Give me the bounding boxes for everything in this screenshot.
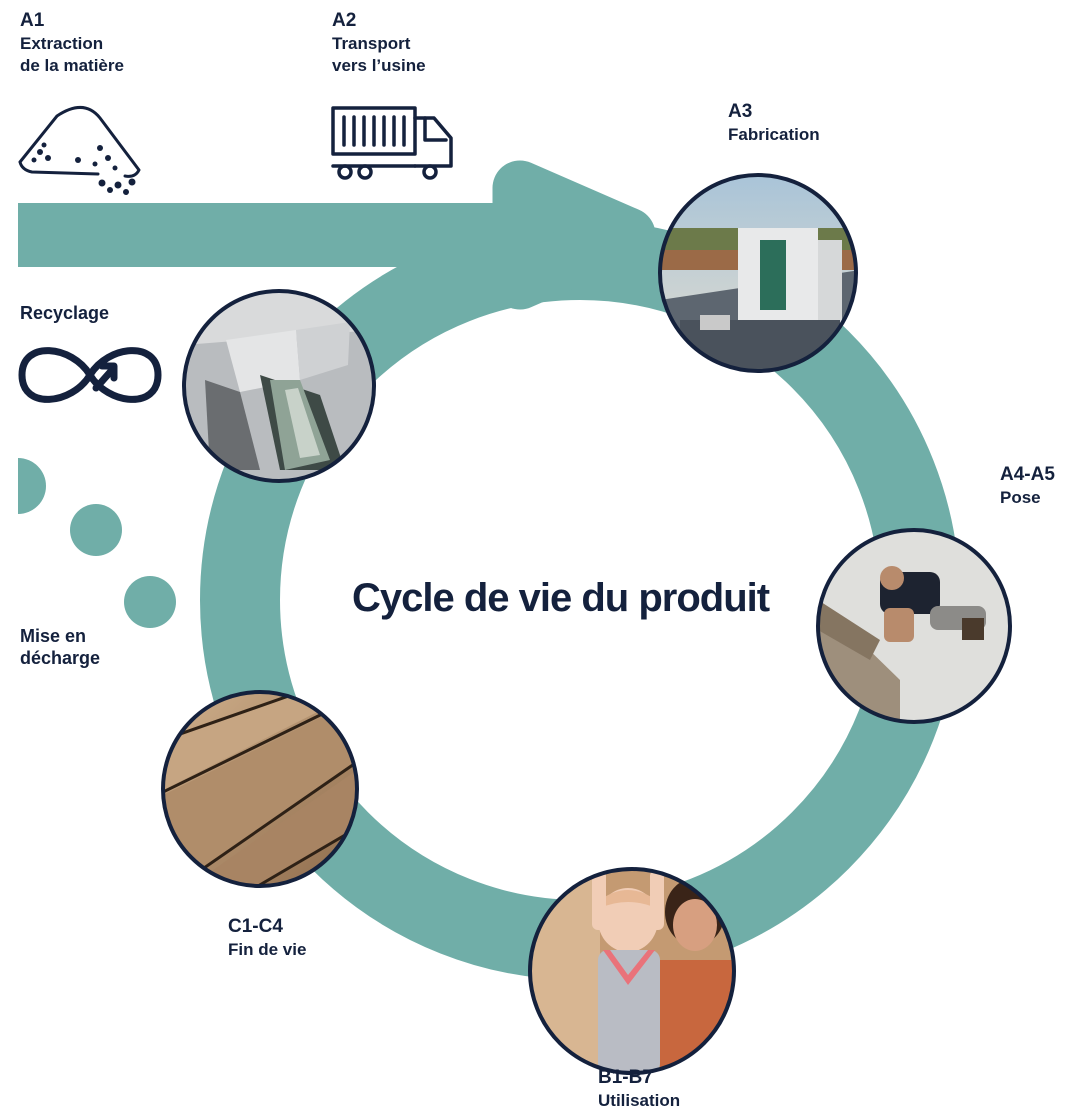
sand-pile-icon [18, 106, 141, 195]
production-arrow [18, 160, 656, 310]
stage-a3-text: Fabrication [728, 125, 820, 144]
stage-c1c4-code: C1-C4 [228, 916, 283, 937]
stage-b1b7-label: B1-B7 Utilisation [598, 1066, 680, 1112]
landfill-label: Mise en décharge [20, 625, 100, 669]
landfill-line2: décharge [20, 648, 101, 668]
landfill-dot-2 [70, 504, 122, 556]
stage-a1-line2: de la matière [20, 56, 124, 75]
landfill-dot-1 [18, 458, 46, 514]
stage-a2-line2: vers l’usine [332, 56, 426, 75]
stage-a2-line1: Transport [332, 34, 411, 53]
planks-photo [161, 690, 359, 888]
stage-a2-label: A2 Transport vers l’usine [332, 9, 426, 77]
truck-icon [331, 106, 453, 180]
stage-a1-code: A1 [20, 10, 45, 31]
factory-photo [658, 173, 858, 373]
recycling-label: Recyclage [20, 303, 110, 323]
landfill-dot-3 [124, 576, 176, 628]
stage-b1b7-code: B1-B7 [598, 1067, 653, 1088]
stage-a1-label: A1 Extraction de la matière [20, 9, 124, 77]
stage-a3-code: A3 [728, 101, 753, 122]
stage-b1b7-text: Utilisation [598, 1091, 681, 1110]
stage-a4a5-text: Pose [1000, 488, 1041, 507]
installer-photo [816, 528, 1012, 724]
stage-c1c4-text: Fin de vie [228, 940, 307, 959]
diagram-title: Cycle de vie du produit [352, 576, 770, 620]
stage-c1c4-label: C1-C4 Fin de vie [228, 915, 306, 961]
landfill-line1: Mise en [20, 626, 87, 646]
stage-a3-label: A3 Fabrication [728, 100, 820, 146]
stage-a1-line1: Extraction [20, 34, 104, 53]
stage-a2-code: A2 [332, 10, 357, 31]
stage-a4a5-code: A4-A5 [1000, 464, 1055, 485]
infinity-icon [18, 347, 162, 403]
recycling-photo [182, 289, 376, 483]
family-photo [528, 867, 736, 1075]
stage-a4a5-label: A4-A5 Pose [1000, 463, 1055, 509]
